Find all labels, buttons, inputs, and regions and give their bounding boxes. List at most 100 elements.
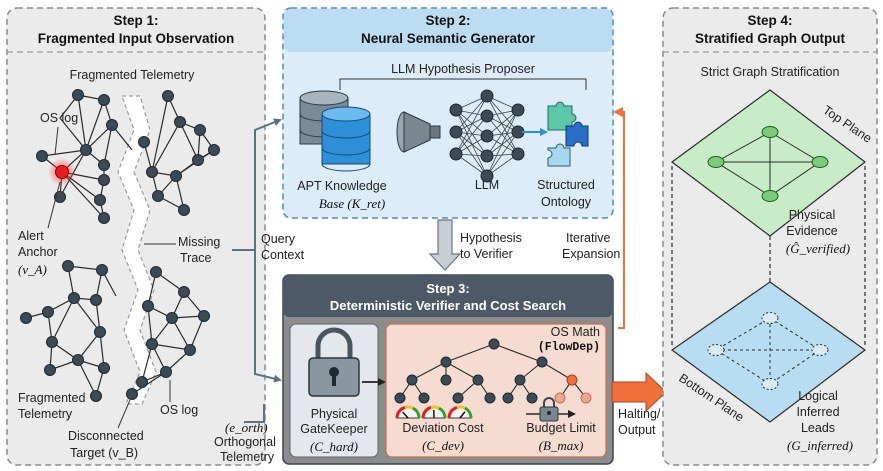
- nn-edge: [455, 95, 488, 133]
- deviation-cost-label: Deviation Cost: [402, 421, 484, 435]
- nn-node: [449, 125, 463, 139]
- tree-node: [452, 392, 464, 404]
- orth-line1: Orthogonal: [214, 435, 276, 449]
- orth-symbol: (e_orth): [225, 420, 268, 435]
- tree-node: [484, 392, 496, 404]
- puzzle-ontology-icon: [547, 101, 589, 167]
- tree-node: [554, 392, 566, 404]
- gauge-band-red: [447, 406, 458, 419]
- search-tree: [394, 338, 592, 404]
- tree-edge: [493, 343, 543, 363]
- step4-panel: Step 4: Stratified Graph Output Strict G…: [662, 7, 878, 466]
- tree-node: [514, 374, 526, 386]
- budget-limit-label: Budget Limit: [526, 421, 596, 435]
- halting-output-arrow: Halting/ Output: [611, 371, 667, 437]
- nn-edge: [486, 131, 519, 157]
- fragmented-telemetry-bottom-line1: Fragmented: [18, 391, 85, 405]
- deviation-cost-symbol: (C_dev): [422, 438, 464, 453]
- nn-node: [480, 169, 494, 183]
- fragmented-telemetry-bottom-line2: Telemetry: [18, 407, 73, 421]
- llm-label: LLM: [475, 178, 499, 192]
- physical-evidence-line2: Evidence: [786, 224, 837, 238]
- tree-node: [526, 392, 538, 404]
- halting-line1: Halting/: [618, 407, 661, 421]
- step2-title-line1: Step 2:: [425, 13, 470, 28]
- tree-edge: [445, 343, 495, 363]
- disconnected-target-line2: Target (v_B): [70, 446, 138, 460]
- logical-leads-line2: Inferred: [796, 405, 839, 419]
- tree-node: [394, 392, 406, 404]
- nn-node: [480, 89, 494, 103]
- knowledge-base-line2: Base (K_ret): [319, 196, 385, 211]
- missing-trace-line2: Trace: [180, 251, 212, 265]
- gatekeeper-line1: Physical: [311, 407, 358, 421]
- step3-title-line1: Step 3:: [426, 281, 469, 296]
- database-icon: [299, 90, 371, 172]
- nn-node: [449, 147, 463, 161]
- nn-edge: [486, 115, 519, 155]
- os-math-line1: OS Math: [551, 325, 600, 339]
- ontology-line2: Ontology: [541, 195, 592, 209]
- tree-node: [488, 338, 500, 350]
- step4-title-line2: Stratified Graph Output: [695, 31, 846, 46]
- nn-edge: [486, 131, 519, 177]
- nn-edge: [486, 109, 519, 177]
- nn-edge: [486, 95, 519, 133]
- step1-panel: Step 1: Fragmented Input Observation Fra…: [6, 7, 266, 466]
- hypothesis-arrow: Hypothesis to Verifier: [428, 219, 522, 271]
- orthogonal-telemetry-connector: (e_orth) Orthogonal Telemetry: [214, 404, 276, 464]
- padlock-icon: [308, 327, 360, 397]
- gatekeeper-symbol: (C_hard): [310, 439, 358, 454]
- disconnected-target-line1: Disconnected: [68, 429, 144, 443]
- budget-limit-symbol: (B_max): [539, 438, 584, 453]
- lower-right-nodes: [126, 266, 210, 400]
- nn-node: [511, 147, 525, 161]
- gatekeeper-line2: GateKeeper: [300, 422, 367, 436]
- nn-edge: [486, 95, 519, 155]
- iterative-expansion-arrow: Iterative Expansion: [562, 107, 625, 329]
- gauge-band-yellow: [404, 405, 414, 410]
- knowledge-base-line1: APT Knowledge: [297, 179, 386, 193]
- step3-title-line2: Deterministic Verifier and Cost Search: [330, 298, 566, 313]
- upper-left-nodes: [36, 89, 118, 224]
- tree-edge: [541, 361, 573, 381]
- tree-node: [566, 374, 578, 386]
- gauge-needle: [402, 411, 409, 419]
- tree-node: [406, 374, 418, 386]
- os-math-line2: (FlowDep): [538, 341, 600, 354]
- gauge-band-yellow: [430, 405, 440, 410]
- logical-leads-line3: Leads: [801, 421, 835, 435]
- nn-node: [480, 109, 494, 123]
- query-context-line2: Context: [261, 248, 305, 262]
- os-log-top-label: OS log: [40, 111, 78, 125]
- tree-node: [472, 374, 484, 386]
- alert-anchor-line2: Anchor: [18, 245, 58, 259]
- nn-edge: [486, 109, 519, 157]
- tree-edge: [411, 361, 447, 381]
- bottom-plane-nodes: [707, 312, 829, 390]
- nn-edge: [486, 109, 519, 137]
- os-log-bottom-label: OS log: [160, 403, 198, 417]
- nn-node: [449, 103, 463, 117]
- query-context-connector: Query Context: [232, 118, 305, 383]
- step2-title-line2: Neural Semantic Generator: [361, 31, 536, 46]
- step1-title-line2: Fragmented Input Observation: [38, 31, 235, 46]
- nn-edge: [455, 95, 488, 155]
- ontology-line1: Structured: [537, 178, 595, 192]
- step2-panel: Step 2: Neural Semantic Generator LLM Hy…: [282, 7, 614, 219]
- budget-lock-icon: [526, 397, 576, 422]
- alert-anchor-line1: Alert: [18, 229, 44, 243]
- iterative-line1: Iterative: [566, 231, 611, 245]
- step1-title-line1: Step 1:: [113, 13, 158, 28]
- tree-node: [440, 356, 452, 368]
- missing-trace-gap: [117, 95, 157, 405]
- hypothesis-line2: to Verifier: [460, 247, 513, 261]
- tree-edge: [445, 361, 479, 381]
- tree-node: [502, 392, 514, 404]
- tree-node: [580, 392, 592, 404]
- tree-node: [418, 392, 430, 404]
- tree-node: [536, 356, 548, 368]
- bottom-plane: [670, 281, 867, 423]
- tree-node: [440, 374, 452, 386]
- gauge-band-green: [412, 406, 421, 419]
